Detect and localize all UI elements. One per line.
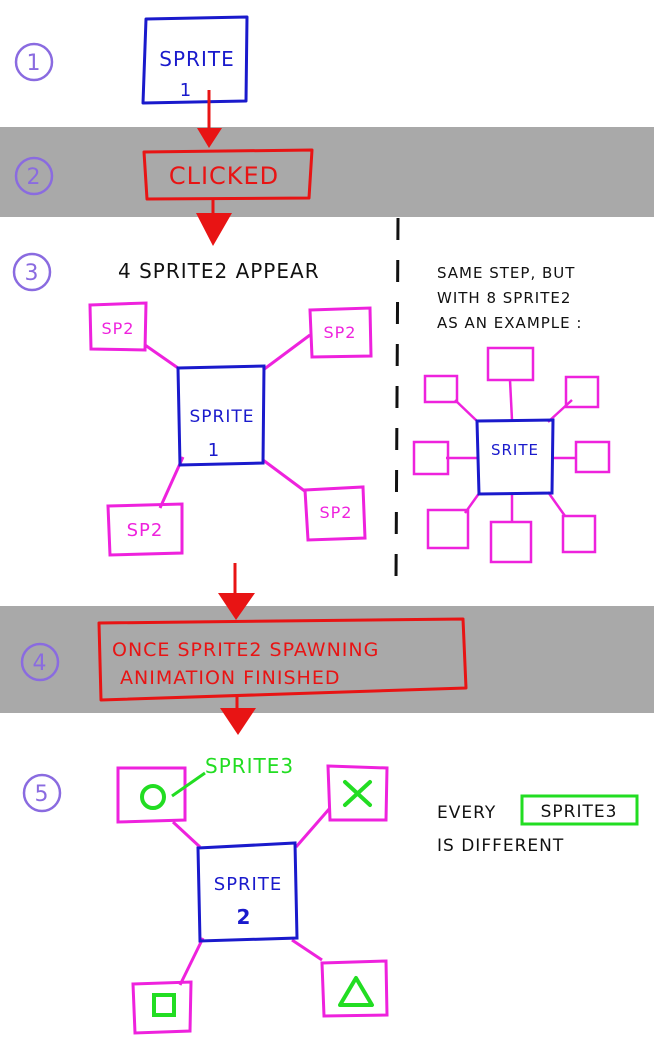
step3-sprite1-number: 1 bbox=[208, 440, 220, 461]
example-sprite2-top-left bbox=[423, 374, 459, 404]
step5-sprite3-top-left bbox=[116, 766, 187, 824]
arrow-step4-to-step5 bbox=[220, 697, 256, 735]
sprite3-highlight-label: SPRITE3 bbox=[541, 802, 618, 822]
step5-sprite2-box: SPRITE 2 bbox=[196, 841, 299, 943]
step3-sp2-top-right: SP2 bbox=[308, 306, 373, 359]
example-note-line1: SAME STEP, BUT bbox=[437, 264, 575, 282]
step5-connectors bbox=[171, 807, 332, 986]
step5-sprite2-label: SPRITE bbox=[214, 874, 282, 895]
spawn-finished-line1: ONCE SPRITE2 SPAWNING bbox=[112, 639, 379, 661]
step5-sprite3-bottom-left bbox=[131, 980, 193, 1035]
step5-sprite2-number: 2 bbox=[237, 905, 252, 929]
sprite1-number: 1 bbox=[180, 80, 192, 101]
sprite3-pointer bbox=[171, 771, 206, 798]
clicked-box: CLICKED bbox=[142, 148, 314, 201]
step5-sprite3-bottom-right bbox=[320, 959, 389, 1018]
step-2-number: 2 bbox=[27, 165, 42, 190]
example-sprite2-left bbox=[412, 440, 450, 476]
step3-divider bbox=[394, 217, 400, 581]
step-4-marker: 4 bbox=[20, 642, 60, 682]
circle-symbol bbox=[140, 784, 166, 810]
sprite3-highlight-box bbox=[520, 794, 639, 826]
cross-symbol bbox=[343, 780, 372, 807]
spawn-finished-box: ONCE SPRITE2 SPAWNING ANIMATION FINISHED bbox=[97, 617, 468, 702]
arrow-step1-to-step2 bbox=[197, 90, 222, 148]
example-connectors bbox=[446, 379, 577, 523]
sprite1-box: SPRITE 1 bbox=[141, 15, 249, 105]
step5-sprite3-top-right bbox=[326, 764, 389, 822]
step3-sp2-bottom-right: SP2 bbox=[303, 485, 367, 542]
sp2-label-top-right: SP2 bbox=[324, 323, 357, 342]
arrow-step3-to-step4 bbox=[218, 563, 255, 620]
step-1-number: 1 bbox=[27, 51, 42, 76]
sprite3-label: SPRITE3 bbox=[205, 754, 294, 778]
example-note-line3: AS AN EXAMPLE : bbox=[437, 314, 582, 332]
step-5-number: 5 bbox=[35, 782, 50, 807]
is-different-label: IS DIFFERENT bbox=[437, 836, 564, 856]
step3-sp2-bottom-left: SP2 bbox=[106, 502, 184, 557]
spawn-finished-line2: ANIMATION FINISHED bbox=[120, 667, 340, 689]
step3-sp2-top-left: SP2 bbox=[88, 301, 148, 352]
example-sprite2-bottom bbox=[489, 520, 533, 564]
example-sprite2-top-right bbox=[564, 375, 600, 409]
sprite1-label: SPRITE bbox=[159, 47, 234, 71]
example-sprite2-top bbox=[486, 346, 535, 382]
step-3-number: 3 bbox=[25, 261, 40, 286]
sp2-label-bottom-right: SP2 bbox=[320, 503, 353, 522]
example-center-label: SRITE bbox=[491, 441, 539, 459]
step-1-marker: 1 bbox=[14, 42, 54, 82]
clicked-label: CLICKED bbox=[169, 162, 279, 190]
example-sprite2-right bbox=[574, 440, 611, 474]
square-symbol bbox=[152, 993, 176, 1017]
example-sprite2-bottom-right bbox=[561, 514, 597, 554]
example-center-box: SRITE bbox=[475, 418, 555, 496]
sp2-label-top-left: SP2 bbox=[102, 319, 135, 338]
step2-band bbox=[0, 127, 654, 217]
example-sprite2-bottom-left bbox=[426, 508, 470, 550]
example-note-line2: WITH 8 SPRITE2 bbox=[437, 289, 571, 307]
step-4-number: 4 bbox=[33, 651, 48, 676]
step-5-marker: 5 bbox=[22, 773, 62, 813]
sp2-label-bottom-left: SP2 bbox=[127, 520, 164, 541]
triangle-symbol bbox=[338, 976, 374, 1007]
step3-caption: 4 SPRITE2 APPEAR bbox=[118, 259, 320, 283]
arrow-step2-to-step3 bbox=[196, 198, 232, 246]
step3-sprite1-box: SPRITE 1 bbox=[176, 364, 266, 467]
step-3-marker: 3 bbox=[12, 252, 52, 292]
example-sprite2-boxes bbox=[412, 346, 611, 564]
step-2-marker: 2 bbox=[14, 156, 54, 196]
every-label: EVERY bbox=[437, 803, 496, 823]
step3-sprite1-label: SPRITE bbox=[190, 407, 255, 427]
